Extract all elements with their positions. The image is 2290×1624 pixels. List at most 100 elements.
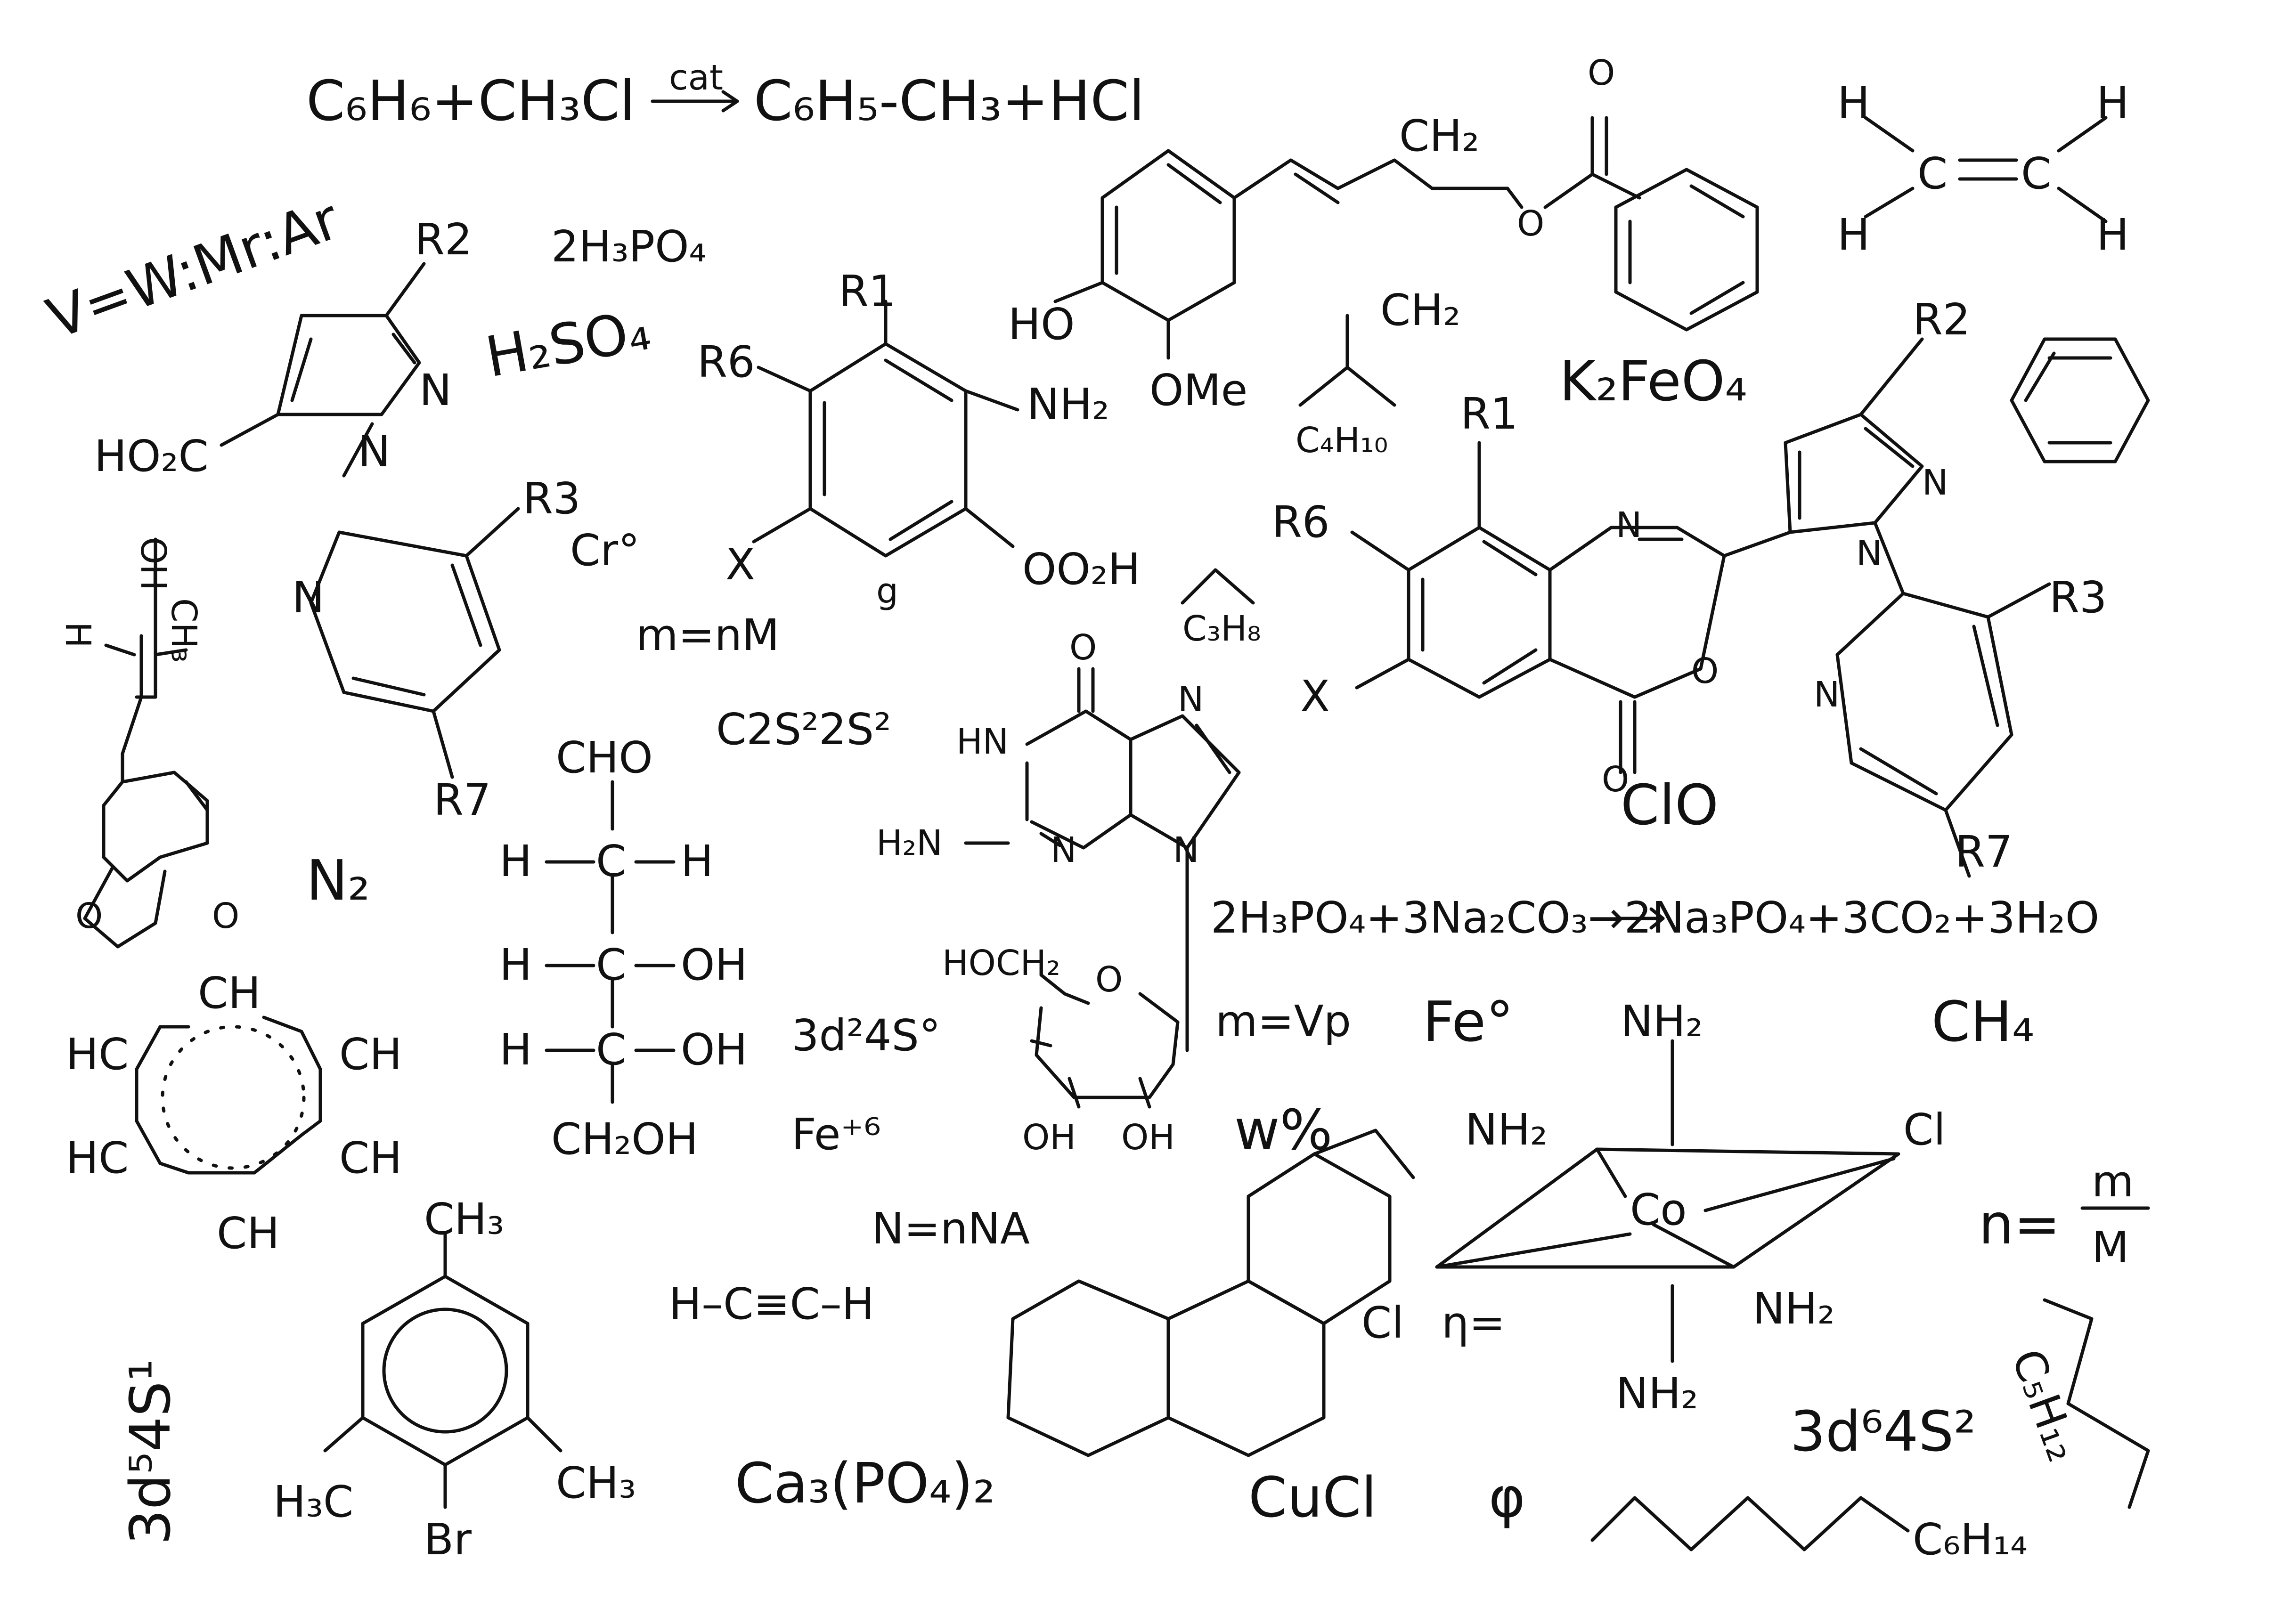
ch-lower-right: CH [339,1133,402,1183]
x-label-center: X [725,539,755,590]
fischer-projection [545,780,676,1104]
g-label: g [876,571,898,611]
bromomesitylene-ring [323,1232,562,1509]
fischer-oh2: OH [681,940,748,990]
guanine-ring-system [964,667,1241,1052]
benzoxazinone-ring-system [1350,441,1792,774]
pyridine-ring-left [309,507,520,779]
r1-label-right: R1 [1460,389,1518,439]
isobutane-skeleton [1298,314,1396,407]
acetylene-label: H–C≡C–H [669,1279,874,1329]
cobalt-nh2-top: NH₂ [1621,996,1703,1047]
methane-label: CH₄ [1931,989,2034,1054]
mass-formula: m=nM [636,610,779,660]
fischer-h1-right: H [681,836,713,886]
cobalt-cl-right: Cl [1903,1104,1946,1155]
text-labels: C₆H₆+CH₃Cl cat C₆H₅-CH₃+HCl V=W:Mr:Ar R2… [39,53,2134,1565]
methyl-right: CH₃ [556,1458,636,1508]
cobalt-nh2-right: NH₂ [1752,1283,1835,1334]
c2s-config: C2S²2S² [716,704,891,755]
fischer-h3-left: H [499,1024,532,1075]
ethene-h-top-left: H [1837,78,1870,128]
aromatic-ring-bottom-left [135,1015,322,1175]
r6-label-right: R6 [1272,497,1329,547]
hc-lower-left: HC [66,1133,129,1183]
propane-formula: C₃H₈ [1182,609,1261,649]
ribose-hoch2: HOCH₂ [942,943,1060,983]
cobalt-cl-left: Cl [1361,1298,1404,1348]
guanine-carbonyl-o: O [1069,627,1097,668]
oxazinone-o: O [1691,651,1719,691]
potassium-ferrate-label: K₂FeO₄ [1559,349,1747,414]
pentane-zigzag [2043,1298,2150,1509]
sodium-carbonate-reaction: 2H₃PO₄+3Na₂CO₃→2Na₃PO₄+3CO₂+3H₂O [1211,893,2099,943]
methoxy-label: OMe [1149,365,1247,415]
hydroxyl-vertical: OH [133,537,173,591]
guanine-h2n: H₂N [876,823,943,863]
reaction-arrow-middle [1619,907,1665,930]
guanine-n7: N [1178,679,1204,720]
cobalt-nh2-bottom: NH₂ [1616,1368,1698,1419]
bromine-label: Br [424,1514,472,1565]
cobalt-center: Co [1630,1185,1687,1235]
pyrazole-n-top: N [419,365,452,415]
copper-chloride-label: CuCl [1248,1465,1377,1530]
reaction-reactants: C₆H₆+CH₃Cl [306,68,635,133]
r3-label-left: R3 [523,473,580,524]
electron-config-3d6: 3d⁶4S² [1790,1399,1976,1464]
pyridine-ring-right [1835,582,2051,878]
r3-label-right: R3 [2049,572,2107,623]
propane-skeleton [1181,568,1255,605]
ch-top: CH [198,968,261,1018]
ethene-c-right: C [2021,148,2051,199]
pyrazole-ring-right [1784,337,1924,595]
catalyst-label: cat [669,57,723,98]
pyridine-n-left: N [292,572,325,623]
bond-drawings [83,90,2150,1551]
moles-formula-lhs: n= [1979,1192,2061,1257]
oo2h-label: OO₂H [1022,544,1141,594]
butane-formula: C₄H₁₀ [1296,420,1388,461]
methyl-vertical: CH₃ [163,598,204,663]
r7-label-left: R7 [433,775,491,825]
ribose-o: O [1095,959,1123,1000]
x-label-right: X [1300,671,1330,722]
fischer-c3: C [596,1024,626,1075]
cinnamyl-benzoate-structure [1053,116,1759,360]
cobalt-nh2-left: NH₂ [1465,1104,1548,1155]
hydrogen-vertical: H [57,622,98,648]
ethene-structure [1864,116,2108,223]
ethene-h-top-right: H [2096,78,2129,128]
amino-label-center: NH₂ [1027,379,1109,430]
reaction-products: C₆H₅-CH₃+HCl [754,68,1145,133]
pyrazole-n-right-bottom: N [1856,533,1882,574]
cobalt-complex-structure [1435,1039,1900,1363]
ethene-c-left: C [1917,148,1948,199]
iron-zero-label: Fe° [1423,989,1514,1054]
methyl-top: CH₃ [424,1194,504,1244]
ribose-oh-left: OH [1022,1117,1076,1158]
fischer-oh3: OH [681,1024,748,1075]
fischer-ch2oh: CH₂OH [551,1114,698,1164]
reaction-arrow-top [651,90,739,113]
fischer-c2: C [596,940,626,990]
moles-denominator: M [2092,1222,2129,1273]
pyridine-n-right: N [1814,674,1840,715]
fischer-h2-left: H [499,940,532,990]
pyrazole-n-bottom: N [358,426,391,477]
efficiency-label: η= [1442,1298,1505,1348]
mass-percent-label: w% [1234,1097,1333,1162]
phosphoric-acid-label: 2H₃PO₄ [551,221,706,272]
r7-label-right: R7 [1955,827,2013,877]
r6-label-center: R6 [697,337,755,387]
fischer-h1-left: H [499,836,532,886]
hydroxyl-ho: HO [1008,299,1075,349]
ch-upper-right: CH [339,1029,402,1080]
oxazinone-carbonyl-o: O [1602,759,1629,800]
r2-label-right: R2 [1913,294,1970,345]
moles-numerator: m [2092,1156,2134,1207]
chromium-label: Cr° [570,525,640,576]
pyrazole-n-right-top: N [1922,463,1948,503]
